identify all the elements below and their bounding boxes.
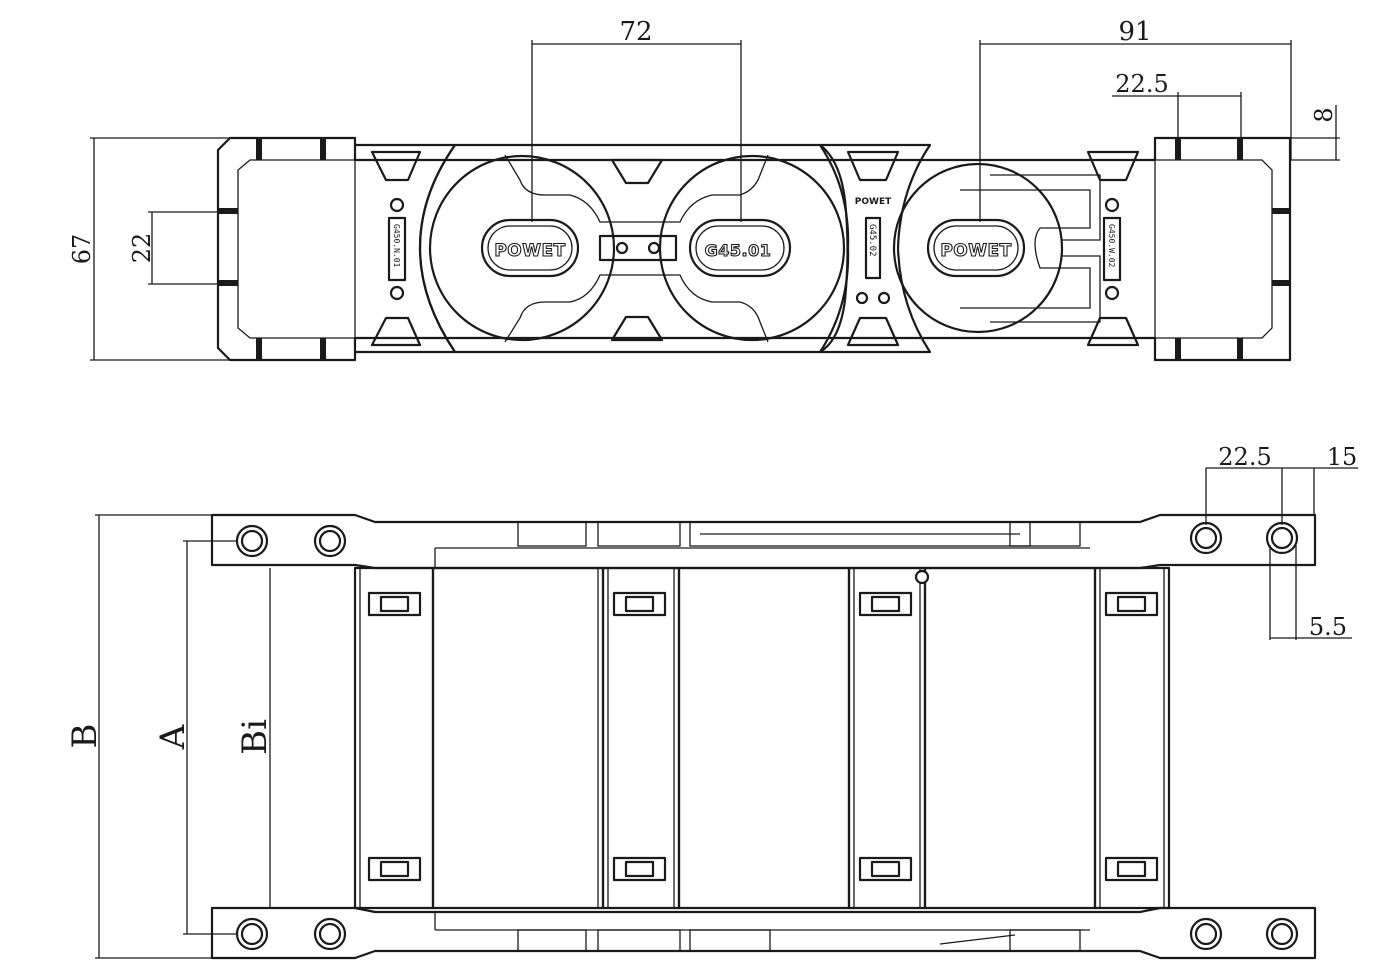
logo-pill-left (480, 218, 580, 278)
latch-hole-icon (647, 241, 661, 255)
mounting-holes (235, 521, 1299, 951)
top-view-dimensions: 72 91 22.5 8 67 22 (68, 17, 1340, 361)
endcap-lug-top (370, 150, 422, 182)
rail-details (434, 521, 1090, 952)
label-B: B (65, 724, 105, 749)
lug-top (610, 158, 664, 185)
brand-logo-left: POWET (494, 241, 565, 261)
dim-22: 22 (128, 233, 156, 264)
center-latch (598, 234, 678, 262)
label-A: A (153, 724, 193, 750)
crossbar-clips (367, 591, 1159, 882)
top-rail (210, 513, 1317, 570)
crossbar-plates (353, 566, 1171, 910)
pivot-pin-icon (914, 569, 930, 585)
double-link-plate: POWET G45.01 (418, 143, 849, 354)
part-number-left: G450.N.01 (392, 224, 401, 268)
side-view-dimensions: 22.5 15 5.5 B A Bi (65, 443, 1358, 959)
top-view: POWET G45.01 G450.N.01 POWET G45.02 (68, 17, 1340, 362)
chain-inner-outline (237, 159, 356, 339)
part-number-center: G45.01 (705, 241, 772, 260)
dim-22-5-top: 22.5 (1115, 70, 1168, 98)
dim-91: 91 (1118, 17, 1151, 47)
dim-72: 72 (619, 17, 652, 47)
latch-hole-icon (615, 241, 629, 255)
middle-bridge: POWET G45.02 (818, 143, 932, 354)
part-number-bridge: G45.02 (867, 224, 877, 257)
brand-logo-small: POWET (855, 197, 892, 207)
part-pill-center (688, 218, 792, 278)
dim-22-5-side: 22.5 (1218, 443, 1271, 471)
part-number-right: G450.W.02 (1107, 224, 1116, 268)
logo-pill-right (926, 218, 1026, 278)
endcap-label-box (387, 216, 407, 282)
dim-8: 8 (1310, 107, 1338, 122)
bottom-rail (210, 906, 1317, 960)
dim-5-5: 5.5 (1309, 613, 1347, 641)
lug-bottom (610, 315, 664, 342)
endcap-lug-bottom (370, 316, 422, 347)
brand-logo-right: POWET (940, 241, 1011, 261)
side-view: 22.5 15 5.5 B A Bi (65, 443, 1358, 960)
label-Bi: Bi (235, 719, 275, 755)
dim-67: 67 (68, 234, 96, 265)
dim-15: 15 (1327, 443, 1358, 471)
single-link-plate: POWET G450.W.02 (892, 150, 1140, 347)
left-endcap: G450.N.01 (353, 143, 457, 354)
